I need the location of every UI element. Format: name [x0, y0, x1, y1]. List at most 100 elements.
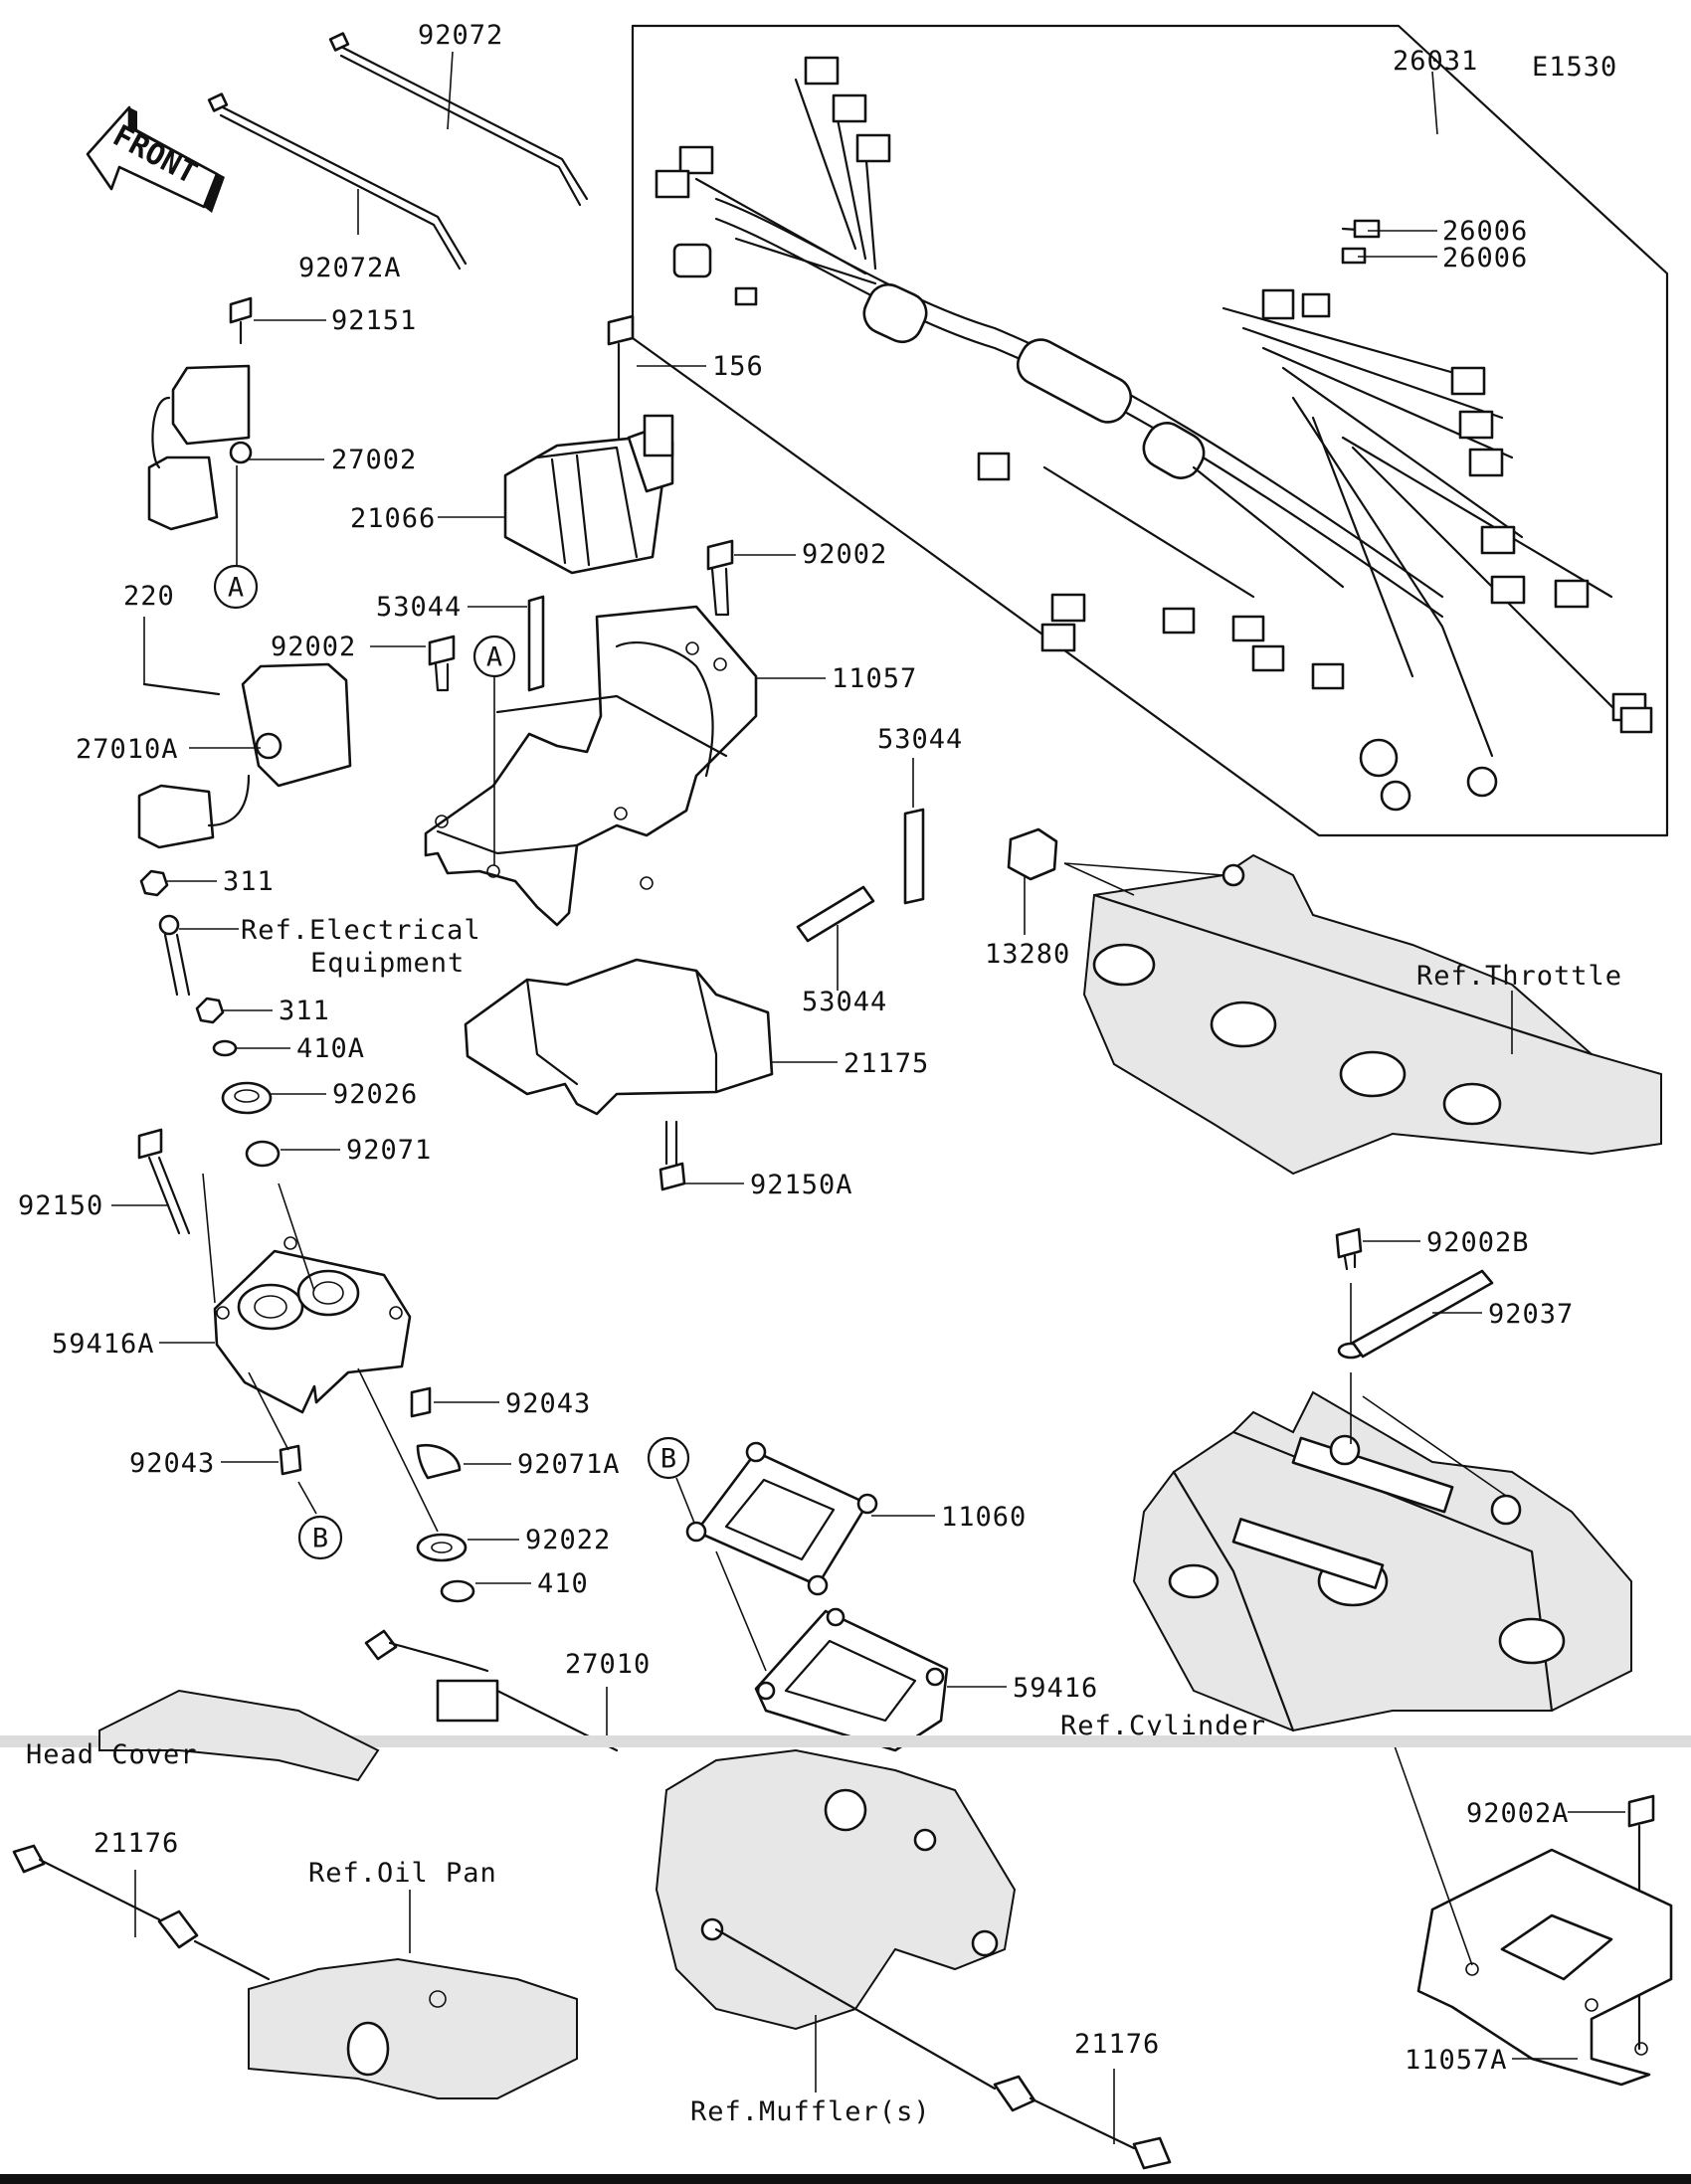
ref-throttle: Ref.Throttle	[1416, 961, 1622, 992]
ref-electrical-1: Ref.Electrical	[241, 915, 481, 946]
joint-59416a	[213, 1236, 412, 1414]
bracket-11057	[424, 605, 758, 927]
leader	[202, 1173, 216, 1304]
label-92002-right: 92002	[802, 539, 887, 570]
label-92071a: 92071A	[517, 1449, 621, 1480]
leader	[1063, 862, 1224, 896]
bracket-11057a	[1416, 1848, 1673, 2087]
nut-311-bottom	[195, 997, 225, 1024]
tube-53044-top	[527, 595, 545, 692]
tube-53044-right	[903, 808, 925, 905]
relay-27010a	[137, 662, 352, 849]
oil-pan	[248, 1957, 578, 2099]
label-26031: 26031	[1393, 46, 1478, 77]
ecu-21175	[464, 958, 774, 1116]
label-92043-right: 92043	[505, 1388, 591, 1419]
clamp-13280	[1007, 827, 1058, 881]
label-311-bottom: 311	[279, 996, 330, 1026]
cylinder-head	[1132, 1390, 1632, 1732]
label-220: 220	[123, 581, 175, 612]
sensor-21176-left	[12, 1844, 271, 1981]
label-27010a: 27010A	[76, 734, 179, 765]
label-11060: 11060	[941, 1502, 1027, 1533]
washer-410	[440, 1579, 475, 1603]
leader	[248, 1371, 317, 1515]
nut-311-top	[139, 869, 169, 897]
pin-92043-left	[279, 1444, 302, 1476]
joint-59416	[754, 1607, 949, 1752]
label-311-top: 311	[223, 866, 275, 897]
callout-a-circle	[213, 564, 259, 610]
cable-tie-92072a	[207, 92, 468, 271]
muffler	[655, 1748, 1017, 2031]
seal-92071a	[416, 1443, 462, 1480]
label-53044-lower: 53044	[802, 987, 887, 1017]
main-harness-26031	[631, 24, 1669, 837]
label-21175: 21175	[844, 1048, 929, 1079]
label-59416a: 59416A	[52, 1329, 155, 1360]
label-156: 156	[712, 351, 764, 382]
label-92072: 92072	[418, 20, 503, 51]
cable-tie-92072	[328, 32, 589, 207]
gasket-11060	[685, 1441, 878, 1596]
scan-seam	[0, 1735, 1691, 1747]
ref-head-cover: Head Cover	[26, 1739, 198, 1770]
grommet-92071	[245, 1140, 281, 1168]
ref-mufflers: Ref.Muffler(s)	[690, 2096, 931, 2127]
bolt-92002b	[1335, 1227, 1363, 1271]
bolt-92002-left	[428, 635, 456, 692]
label-53044-right: 53044	[877, 724, 963, 755]
relay-27002	[147, 296, 253, 531]
head-cover-fragment	[98, 1689, 380, 1782]
leader	[675, 1477, 697, 1529]
callout-a2: A	[486, 642, 502, 673]
label-92072a: 92072A	[298, 253, 402, 283]
tube-53044-lower	[796, 885, 875, 943]
label-26006-b: 26006	[1442, 243, 1528, 273]
sensor-21176-right	[714, 1927, 1172, 2170]
label-92002a: 92002A	[1466, 1798, 1570, 1829]
label-92002b: 92002B	[1426, 1227, 1530, 1258]
label-410: 410	[537, 1568, 589, 1599]
strap-92037	[1337, 1269, 1494, 1360]
label-92037: 92037	[1488, 1299, 1574, 1330]
label-92150: 92150	[18, 1190, 103, 1221]
leader	[357, 1367, 439, 1533]
label-27002: 27002	[331, 445, 417, 475]
washer-92022	[416, 1533, 468, 1562]
throttle-body	[1082, 853, 1662, 1176]
leader	[1362, 1395, 1507, 1497]
label-21176-right: 21176	[1074, 2029, 1160, 2060]
label-92151: 92151	[331, 305, 417, 336]
label-11057: 11057	[832, 663, 917, 694]
bottom-rule	[0, 2174, 1691, 2184]
label-92022: 92022	[525, 1525, 611, 1555]
label-92071: 92071	[346, 1135, 432, 1166]
bolt-92002-right	[706, 539, 734, 617]
label-59416: 59416	[1013, 1673, 1098, 1704]
leader	[1431, 71, 1438, 135]
pin-92043-right	[410, 1386, 432, 1418]
label-21176-left: 21176	[94, 1828, 179, 1859]
leader	[1392, 1739, 1473, 1966]
label-53044-top: 53044	[376, 592, 462, 623]
washer-410a	[212, 1039, 238, 1057]
front-arrow-icon: FRONT	[86, 105, 225, 213]
label-21066: 21066	[350, 503, 436, 534]
regulator-21066	[503, 314, 674, 575]
label-92026: 92026	[332, 1079, 418, 1110]
leader	[715, 1550, 767, 1672]
callout-b: B	[312, 1524, 328, 1554]
label-92043-left: 92043	[129, 1448, 215, 1479]
electrical-lead	[158, 914, 191, 997]
bolt-92150	[137, 1128, 191, 1235]
bolt-92150a	[658, 1120, 686, 1191]
label-92002-left: 92002	[271, 632, 356, 662]
label-27010: 27010	[565, 1649, 651, 1680]
label-410a: 410A	[296, 1033, 365, 1064]
ref-electrical-2: Equipment	[310, 948, 465, 979]
grommet-92026	[221, 1081, 273, 1115]
label-26006-a: 26006	[1442, 216, 1528, 247]
ref-oil-pan: Ref.Oil Pan	[308, 1858, 497, 1889]
